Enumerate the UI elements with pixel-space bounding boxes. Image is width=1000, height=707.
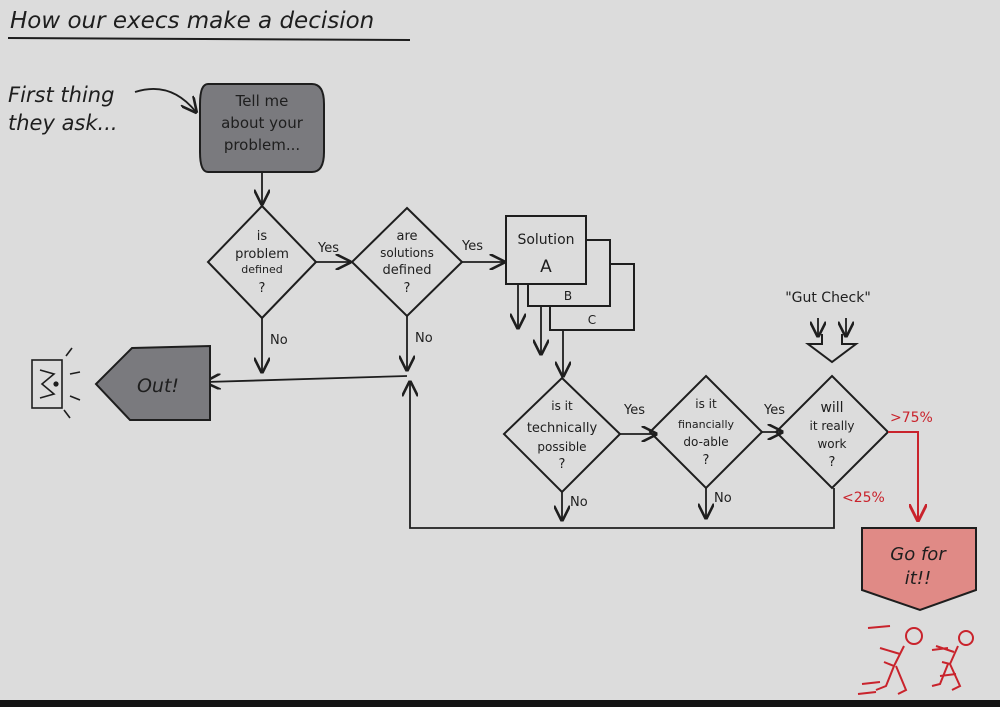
go-node-line: it!!	[905, 568, 932, 589]
page-title: How our execs make a decision	[10, 8, 374, 34]
intro-note: First thing they ask...	[8, 83, 118, 135]
decision-solutions-defined: are solutions defined ?	[350, 206, 464, 318]
exit-door-icon	[31, 347, 81, 419]
decision-line: solutions	[380, 246, 434, 260]
intro-line: First thing	[8, 83, 114, 107]
decision-line: financially	[678, 418, 735, 431]
decision-line: possible	[537, 440, 586, 454]
solution-card-b-label: B	[564, 289, 572, 303]
running-figures-icon	[857, 625, 974, 695]
label-no: No	[570, 495, 588, 510]
decision-line: is it	[695, 397, 717, 411]
decision-line: are	[396, 229, 417, 244]
label-yes: Yes	[461, 239, 483, 254]
label-yes: Yes	[763, 403, 785, 418]
arrow-to-out	[206, 376, 408, 382]
decision-line: defined	[383, 263, 432, 278]
decision-technically-possible: is it technically possible ?	[502, 376, 622, 494]
solution-card-a	[505, 215, 587, 285]
decision-line: problem	[235, 247, 289, 262]
decision-line: is it	[551, 399, 573, 413]
decision-line: do-able	[683, 435, 728, 449]
decision-line: ?	[829, 455, 836, 470]
decision-line: technically	[527, 421, 598, 436]
label-over-75: >75%	[890, 410, 933, 426]
solution-card-c-label: C	[588, 313, 596, 327]
bottom-bar	[0, 700, 1000, 707]
solution-cards: C B Solution A	[505, 215, 635, 331]
decision-line: work	[817, 437, 846, 451]
title-underline	[7, 37, 411, 41]
decision-line: ?	[259, 281, 266, 296]
label-yes: Yes	[317, 241, 339, 256]
decision-line: defined	[241, 263, 282, 276]
decision-line: is	[257, 229, 268, 244]
decision-line: will	[820, 400, 843, 416]
gut-check-label: "Gut Check"	[785, 290, 871, 306]
label-no: No	[714, 491, 732, 506]
solution-card-a-letter: A	[540, 257, 552, 277]
arrow-over-75	[888, 431, 918, 520]
decision-problem-defined: is problem defined ?	[206, 204, 318, 320]
start-node-line: Tell me	[235, 92, 289, 110]
start-node: Tell me about your problem...	[199, 83, 325, 173]
gut-check-hollow-arrow	[805, 334, 859, 364]
decision-will-it-work: will it really work ?	[774, 374, 890, 490]
label-no: No	[270, 333, 288, 348]
intro-arrow	[134, 88, 196, 112]
label-under-25: <25%	[842, 490, 885, 506]
out-node-label: Out!	[137, 375, 179, 397]
solution-card-a-title: Solution	[517, 232, 574, 248]
return-loop	[410, 382, 835, 529]
go-node-line: Go for	[890, 544, 947, 565]
start-node-line: about your	[221, 114, 304, 132]
out-node: Out!	[94, 344, 211, 421]
start-node-line: problem...	[224, 136, 300, 154]
decision-line: ?	[703, 453, 710, 468]
decision-line: it really	[809, 419, 854, 433]
go-for-it-node: Go for it!!	[861, 527, 977, 612]
intro-line: they ask...	[8, 111, 118, 135]
label-no: No	[415, 331, 433, 346]
label-yes: Yes	[623, 403, 645, 418]
decision-line: ?	[404, 281, 411, 296]
decision-line: ?	[559, 457, 566, 472]
decision-financially-doable: is it financially do-able ?	[648, 374, 764, 490]
